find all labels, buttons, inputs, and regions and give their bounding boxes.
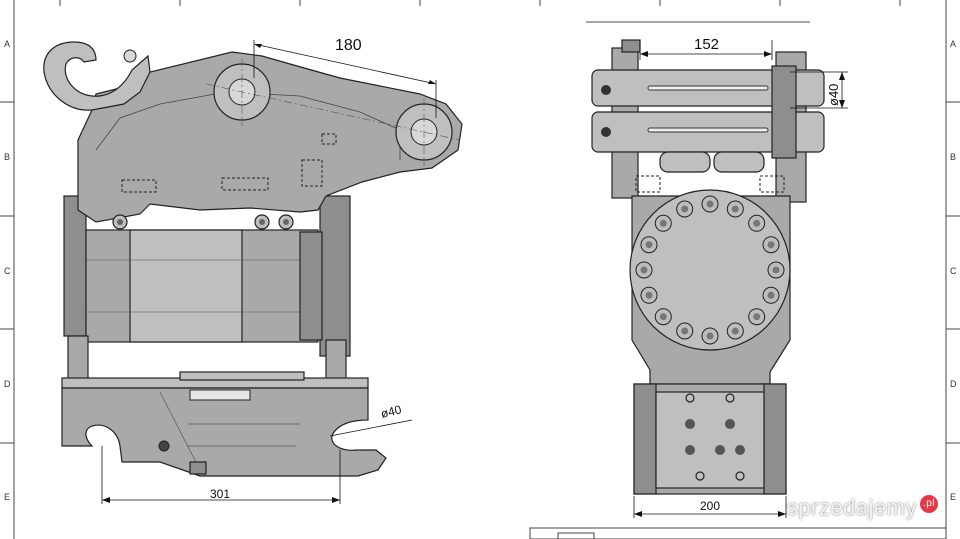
side-base-length-label: 301 xyxy=(210,487,230,501)
bolt-hole xyxy=(767,291,775,299)
side-post-right xyxy=(325,339,347,383)
side-post-left xyxy=(67,335,89,381)
zone-label: C xyxy=(4,266,11,276)
side-hook xyxy=(43,41,151,111)
bolt-hole xyxy=(645,241,653,249)
front-slewing-ring xyxy=(629,189,791,351)
bolt-hole xyxy=(753,219,761,227)
front-view xyxy=(591,39,825,495)
zone-label: A xyxy=(950,39,956,49)
bolt-hole xyxy=(731,205,739,213)
front-pin-length-label: 152 xyxy=(694,36,719,53)
watermark-badge: .pl xyxy=(920,495,938,513)
zone-labels-left: A B C D E xyxy=(4,39,11,502)
bolt-hole xyxy=(645,291,653,299)
zone-label: C xyxy=(950,266,957,276)
zone-label: E xyxy=(950,492,956,502)
bolt-hole xyxy=(640,266,648,274)
side-left-plate xyxy=(63,195,87,337)
side-pin-span-label: 180 xyxy=(335,37,362,54)
bolt-hole xyxy=(681,205,689,213)
side-right-plate xyxy=(319,195,351,357)
front-bolt-circle xyxy=(635,195,785,345)
side-cylinder-core xyxy=(129,229,243,343)
zone-labels-right: A B C D E xyxy=(950,39,957,502)
bolt-hole xyxy=(731,327,739,335)
front-base-width-label: 200 xyxy=(700,499,720,513)
zone-label: A xyxy=(4,39,10,49)
bolt-hole xyxy=(706,332,714,340)
side-view xyxy=(43,41,463,477)
bolt-hole xyxy=(772,266,780,274)
bolt-hole xyxy=(753,313,761,321)
side-cylinder-flange xyxy=(299,231,323,341)
zone-label: B xyxy=(950,152,956,162)
side-view-dimensions: 180 ø40 301 xyxy=(101,37,437,504)
front-pin-dia-label: ø40 xyxy=(826,84,841,106)
zone-label: B xyxy=(4,152,10,162)
watermark-logo: sprzedajemy.pl xyxy=(787,495,938,521)
bolt-hole xyxy=(706,200,714,208)
side-jaw-dia-label: ø40 xyxy=(379,402,403,421)
zone-label: D xyxy=(950,379,957,389)
bolt-hole xyxy=(659,313,667,321)
front-view-dimensions: 152 ø40 200 xyxy=(586,21,848,518)
side-upper-bracket xyxy=(77,51,463,223)
watermark-text: sprzedajemy xyxy=(786,495,917,520)
bolt-hole xyxy=(681,327,689,335)
side-lower-jaw xyxy=(61,387,387,477)
bolt-hole xyxy=(659,219,667,227)
bolt-hole xyxy=(767,241,775,249)
zone-label: D xyxy=(4,379,11,389)
zone-label: E xyxy=(4,492,10,502)
